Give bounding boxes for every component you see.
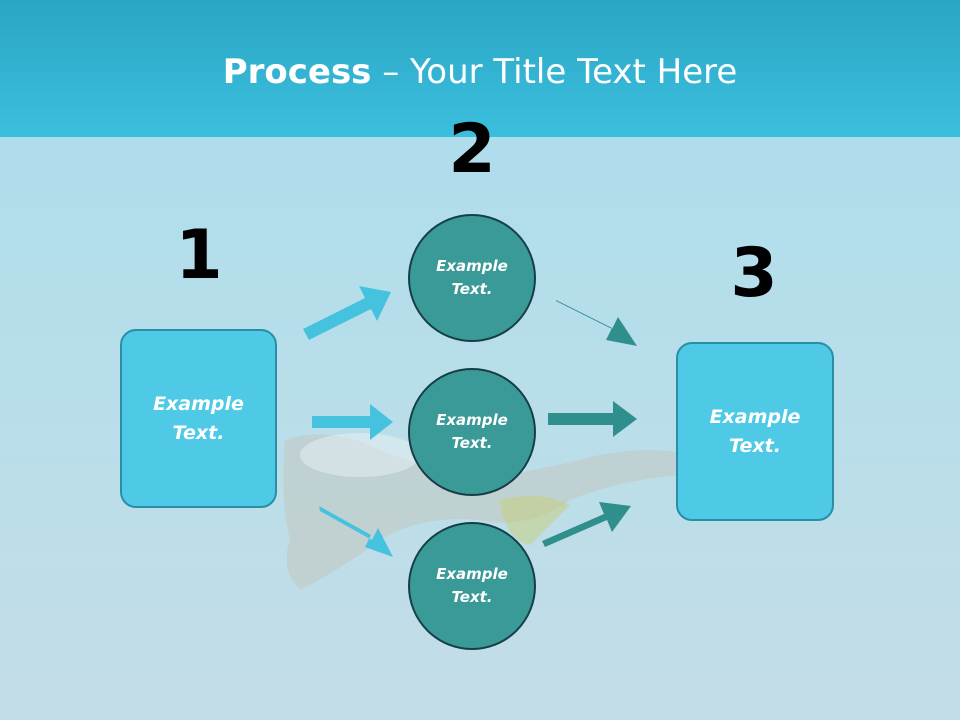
arrow-to-top-icon <box>303 286 391 340</box>
circle-bottom: Example Text. <box>408 522 536 650</box>
circle-bottom-label: Example Text. <box>436 565 508 606</box>
step-number-2: 2 <box>448 110 496 189</box>
step-3-label: Example Text. <box>709 405 801 457</box>
title-band <box>0 0 960 137</box>
circle-middle-label: Example Text. <box>436 411 508 452</box>
step-number-1: 1 <box>175 216 223 295</box>
arrow-from-bottom-icon <box>542 502 631 547</box>
circle-top-label: Example Text. <box>436 257 508 298</box>
circle-top: Example Text. <box>408 214 536 342</box>
step-number-3: 3 <box>730 234 778 313</box>
arrow-from-middle-icon <box>548 401 637 437</box>
title-rest: – Your Title Text Here <box>371 52 738 92</box>
slide-title: Process – Your Title Text Here <box>0 52 960 92</box>
step-3-box: Example Text. <box>676 342 834 521</box>
title-strong: Process <box>222 52 372 92</box>
arrow-from-top-icon <box>556 300 637 346</box>
circle-middle: Example Text. <box>408 368 536 496</box>
arrow-to-bottom-icon <box>319 506 393 557</box>
arrow-to-middle-icon <box>312 404 393 440</box>
step-1-label: Example Text. <box>153 392 244 444</box>
step-1-box: Example Text. <box>120 329 277 508</box>
